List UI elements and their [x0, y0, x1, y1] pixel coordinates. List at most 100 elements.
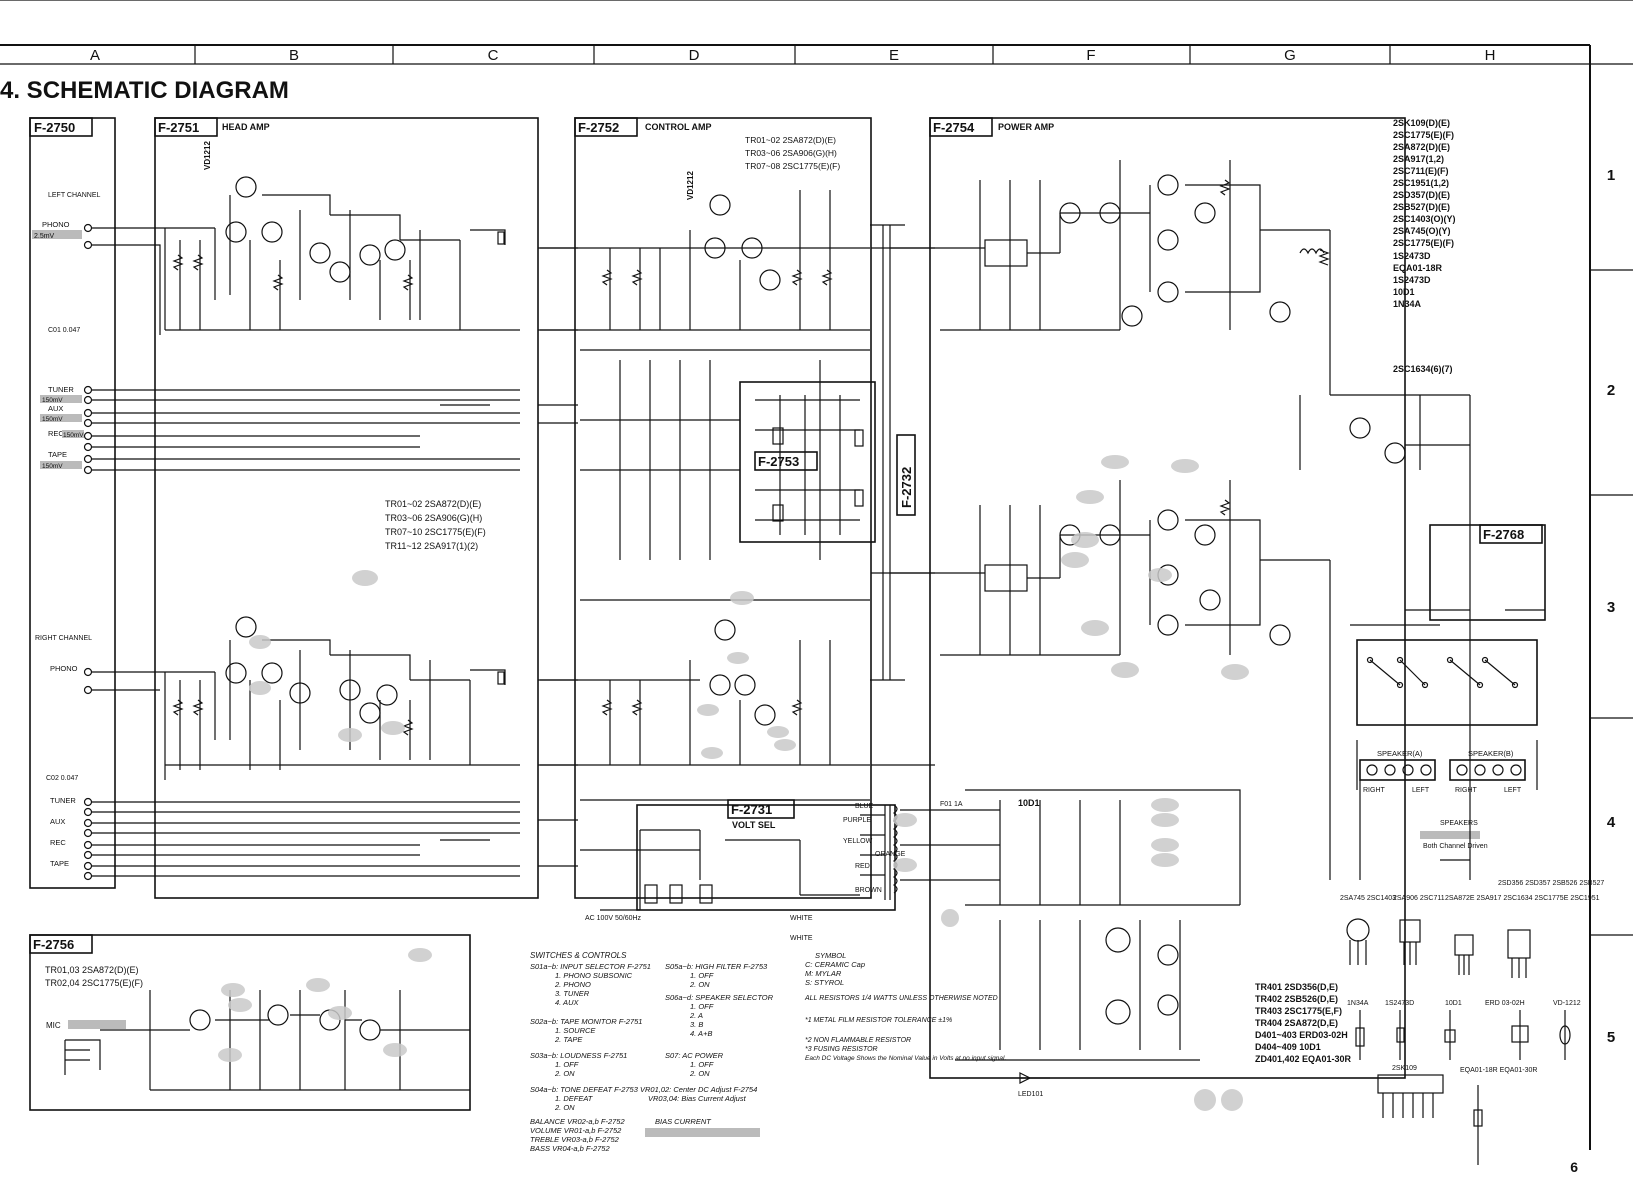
switch-note-1: S01a~b: INPUT SELECTOR F-2751: [530, 962, 651, 971]
transistor-group: [1059, 174, 1406, 646]
board-f2756: F-2756 TR01,03 2SA872(D)(E) TR02,04 2SC1…: [29, 934, 471, 1111]
diode-package-5: VD-1212: [1553, 1000, 1581, 1007]
diode-label: 10D1: [1018, 798, 1040, 808]
ps-legend-5: D401~403 ERD03-02H: [1255, 1030, 1348, 1040]
legend-line-7: 2SD357(D)(E): [1393, 190, 1450, 200]
board-f2754: F-2754 POWER AMP 2SK109(D)(E) 2SC1775(E)…: [890, 117, 1471, 1079]
ps-legend-1: TR401 2SD356(D,E): [1255, 982, 1338, 992]
power-amp-legend: 2SK109(D)(E) 2SC1775(E)(F) 2SA872(D)(E) …: [1393, 118, 1456, 374]
input-aux-left: AUX: [48, 404, 63, 413]
rec-level: 150mV: [63, 432, 84, 439]
input-phono-left: PHONO: [42, 220, 70, 229]
parts-outlines: 2SA745 2SC1403 2SA906 2SC711 2SA872E 2SA…: [1340, 880, 1604, 1165]
switch-note-9: S03a~b: LOUDNESS F-2751: [530, 1051, 627, 1060]
symbol-note-1: SYMBOL: [815, 951, 846, 960]
board-subtitle: CONTROL AMP: [645, 122, 712, 132]
input-rec-left: REC: [48, 429, 64, 438]
legend-line-2: TR02,04 2SC1775(E)(F): [45, 978, 143, 988]
package-label-2: 2SA906 2SC711: [1393, 895, 1445, 902]
switch-note-r5: 1. OFF: [690, 1002, 714, 1011]
legend-line-1: TR01~02 2SA872(D)(E): [745, 135, 836, 145]
legend-line-9: 2SC1403(O)(Y): [1393, 214, 1456, 224]
symbol-note-4: S: STYROL: [805, 978, 844, 987]
transistor-group: [189, 1004, 381, 1041]
module-label: 2SK109: [1392, 1065, 1417, 1072]
row-label-3: 3: [1607, 599, 1615, 616]
switch-note-5: 4. AUX: [555, 998, 579, 1007]
board-label: F-2756: [33, 937, 74, 952]
board-f2752: F-2752 CONTROL AMP VD1212 TR01~02 2SA872…: [540, 117, 872, 899]
switch-note-18: BASS VR04-a,b F-2752: [530, 1144, 610, 1153]
speaker-b-right: RIGHT: [1455, 787, 1478, 794]
diode-label: VD1212: [203, 141, 212, 170]
legend-line-4: TR11~12 2SA917(1)(2): [385, 541, 478, 551]
metal-film-note: *1 METAL FILM RESISTOR TOLERANCE ±1%: [805, 1017, 952, 1024]
legend-line-1: TR01~02 2SA872(D)(E): [385, 499, 481, 509]
aux-level: 150mV: [42, 416, 63, 423]
tuner-level: 150mV: [42, 397, 63, 404]
resistor-note: ALL RESISTORS 1/4 WATTS UNLESS OTHERWISE…: [804, 995, 998, 1002]
switch-note-13: 1. DEFEAT: [555, 1094, 594, 1103]
switch-note-15: BALANCE VR02-a,b F-2752: [530, 1117, 625, 1126]
column-label-f: F: [1086, 47, 1095, 64]
column-label-b: B: [289, 47, 299, 64]
switch-note-r12: VR01,02: Center DC Adjust F-2754: [640, 1085, 757, 1094]
board-label: F-2768: [1483, 527, 1524, 542]
switch-note-r2: 1. OFF: [690, 971, 714, 980]
input-rec-right: REC: [50, 838, 66, 847]
page-number: 6: [1570, 1159, 1578, 1175]
switches-title: SWITCHES & CONTROLS: [530, 951, 627, 960]
wire-purple: PURPLE: [843, 817, 871, 824]
switch-note-r13: VR03,04: Bias Current Adjust: [648, 1094, 747, 1103]
switch-note-r6: 2. A: [689, 1011, 703, 1020]
row-label-5: 5: [1607, 1029, 1615, 1046]
dc-voltage-note: Each DC Voltage Shows the Nominal Value …: [805, 1055, 1006, 1062]
ac-label: AC 100V 50/60Hz: [585, 915, 642, 922]
switch-note-r11: 2. ON: [689, 1069, 710, 1078]
zener-label: EQA01-18R EQA01-30R: [1460, 1067, 1537, 1074]
symbol-note-3: M: MYLAR: [805, 969, 842, 978]
switch-note-r7: 3. B: [690, 1020, 703, 1029]
c01-label: C01 0.047: [48, 327, 80, 334]
ps-legend-7: ZD401,402 EQA01-30R: [1255, 1054, 1352, 1064]
board-label: F-2731: [731, 802, 772, 817]
legend-line-3: TR07~10 2SC1775(E)(F): [385, 527, 486, 537]
input-tape-left: TAPE: [48, 450, 67, 459]
input-jacks: [83, 223, 93, 881]
speaker-b-left: LEFT: [1504, 787, 1522, 794]
speaker-a-right: RIGHT: [1363, 787, 1386, 794]
board-label: F-2750: [34, 120, 75, 135]
right-channel-label: RIGHT CHANNEL: [35, 635, 92, 642]
diode-package-3: 10D1: [1445, 1000, 1462, 1007]
legend-tr23-25: 2SC1634(6)(7): [1393, 364, 1453, 374]
wire-white-1: WHITE: [790, 915, 813, 922]
ps-legend-4: TR404 2SA872(D,E): [1255, 1018, 1338, 1028]
package-label-3: 2SA872E 2SA917 2SC1634 2SC1775E 2SC1951: [1445, 895, 1600, 902]
board-f2750: F-2750 LEFT CHANNEL RIGHT CHANNEL PHONO …: [29, 117, 116, 889]
input-tuner-right: TUNER: [50, 796, 76, 805]
column-label-e: E: [889, 47, 899, 64]
symbol-note-2: C: CERAMIC Cap: [805, 960, 865, 969]
ps-legend-2: TR402 2SB526(D,E): [1255, 994, 1338, 1004]
board-f2751: F-2751 HEAD AMP VD1212 TR01~02 2SA872(D)…: [92, 117, 539, 899]
speaker-a-label: SPEAKER(A): [1377, 749, 1423, 758]
switch-note-r3: 2. ON: [689, 980, 710, 989]
package-label-4: 2SD356 2SD357 2SB526 2SB527: [1498, 880, 1604, 887]
ps-legend-3: TR403 2SC1775(E,F): [1255, 1006, 1342, 1016]
legend-line-3: TR07~08 2SC1775(E)(F): [745, 161, 840, 171]
board-f2768: F-2768 SPEAKER(A) SPEAKER(B) RIGHT LEFT …: [1329, 524, 1546, 880]
legend-line-12: 1S2473D: [1393, 251, 1431, 261]
ps-legend-6: D404~409 10D1: [1255, 1042, 1321, 1052]
diode-package-2: 1S2473D: [1385, 1000, 1414, 1007]
input-aux-right: AUX: [50, 817, 65, 826]
input-tape-right: TAPE: [50, 859, 69, 868]
switch-note-2: 1. PHONO SUBSONIC: [555, 971, 633, 980]
left-channel-label: LEFT CHANNEL: [48, 192, 100, 199]
switch-note-6: S02a~b: TAPE MONITOR F-2751: [530, 1017, 642, 1026]
row-label-1: 1: [1607, 167, 1615, 184]
switch-note-14: 2. ON: [554, 1103, 575, 1112]
page-title: 4. SCHEMATIC DIAGRAM: [0, 77, 289, 104]
switch-note-16: VOLUME VR01-a,b F-2752: [530, 1126, 622, 1135]
c02-label: C02 0.047: [46, 775, 78, 782]
mic-label: MIC: [46, 1021, 61, 1030]
